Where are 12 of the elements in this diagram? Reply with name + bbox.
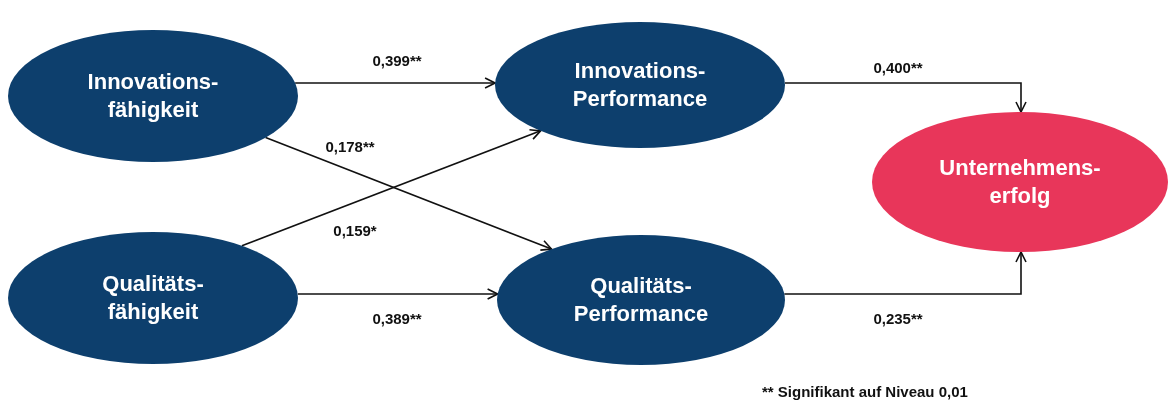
footnote: ** Signifikant auf Niveau 0,01 [762, 383, 968, 400]
arrow [296, 288, 499, 300]
arrow [241, 129, 542, 247]
arrow [264, 136, 553, 251]
arrow [294, 77, 496, 89]
node-label: Innovations- Performance [571, 57, 709, 113]
arrow [783, 251, 1027, 295]
arrow [784, 82, 1027, 113]
node-label: Qualitäts- fähigkeit [101, 270, 205, 326]
node-label: Qualitäts- Performance [572, 272, 710, 328]
node-label: Unternehmens- erfolg [938, 154, 1102, 210]
node-label: Innovations- fähigkeit [86, 68, 220, 124]
